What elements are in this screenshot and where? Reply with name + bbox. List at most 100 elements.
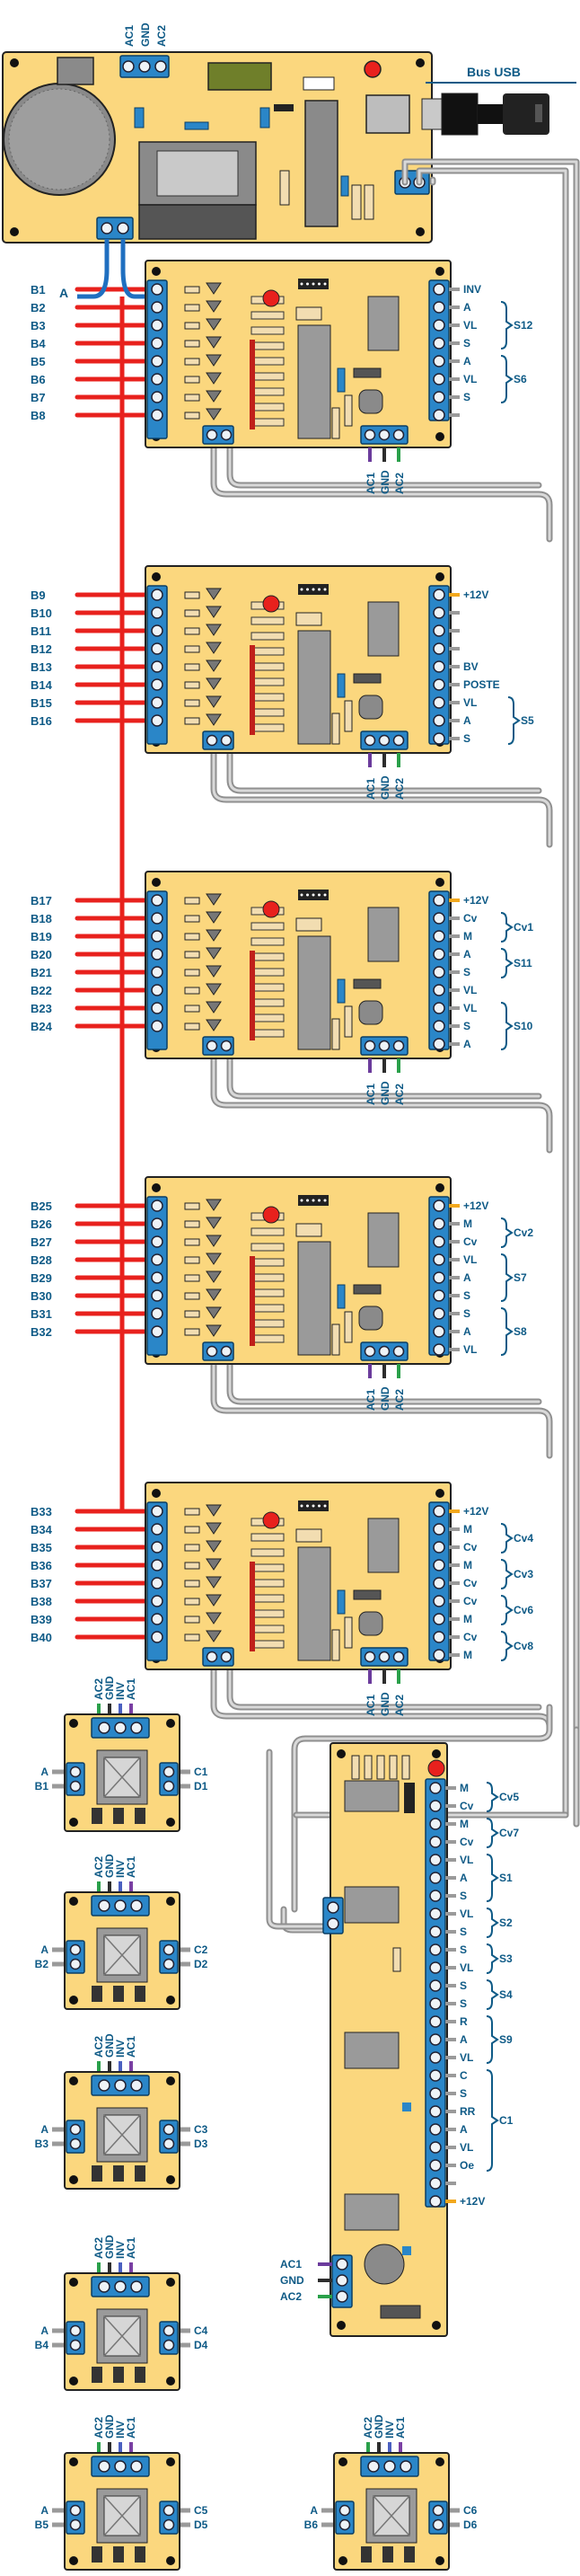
small-module-6-top-label: AC1	[394, 2417, 407, 2439]
board6-pin-label: S	[460, 1925, 467, 1938]
b-label-b32: B32	[31, 1325, 52, 1339]
board5-pin-label: M	[463, 1559, 472, 1571]
board4-pin-label: S	[463, 1289, 470, 1302]
small-module-1	[52, 1704, 190, 1832]
b-label-b13: B13	[31, 660, 52, 674]
board6-group-cv7: Cv7	[499, 1827, 519, 1839]
board5-pin-label: Cv	[463, 1595, 478, 1607]
board5-pin-label: Cv	[463, 1631, 478, 1643]
board6-pin-label: VL	[460, 2051, 473, 2064]
b-label-b22: B22	[31, 984, 52, 997]
board6-power-label-gnd: GND	[280, 2274, 304, 2287]
board2-pin-label: POSTE	[463, 678, 500, 691]
board6-pin-label: R	[460, 2015, 468, 2028]
board4-power-label-ac1: AC1	[365, 1389, 377, 1411]
main-terminal-label-gnd: GND	[139, 22, 152, 47]
board5-group-cv4: Cv4	[514, 1532, 533, 1545]
board1-pin-label: INV	[463, 283, 481, 296]
small-module-5-left-label: B5	[35, 2518, 49, 2531]
board5-group-cv3: Cv3	[514, 1568, 533, 1580]
board4-pin-label: +12V	[463, 1199, 488, 1212]
board2-pin-label: VL	[463, 696, 477, 709]
b-label-b28: B28	[31, 1253, 52, 1267]
board4-pin-label: VL	[463, 1343, 477, 1356]
board5-group-cv8: Cv8	[514, 1640, 533, 1652]
b-label-b7: B7	[31, 391, 46, 404]
board1-pin-label: VL	[463, 319, 477, 332]
small-module-6-top-label: INV	[383, 2421, 396, 2439]
board6-pin-label: VL	[460, 1961, 473, 1974]
small-module-4-top-label: INV	[114, 2241, 127, 2259]
board4-pin-label: A	[463, 1271, 471, 1284]
small-module-4-top-label: AC2	[92, 2237, 105, 2259]
small-module-4	[52, 2262, 190, 2391]
b-label-b26: B26	[31, 1217, 52, 1231]
board4-power-label-gnd: GND	[379, 1386, 391, 1411]
small-module-1-left-label: B1	[35, 1780, 49, 1793]
board6-pin-label: S	[460, 1890, 467, 1902]
small-module-3	[52, 2061, 190, 2190]
board6-group-s1: S1	[499, 1872, 513, 1884]
small-module-6-right-label: C6	[463, 2504, 478, 2517]
board3-power-label-gnd: GND	[379, 1081, 391, 1105]
board6-pin-label: VL	[460, 2141, 473, 2154]
signal-board-2	[145, 565, 452, 754]
small-module-3-top-label: AC2	[92, 2036, 105, 2058]
board3-group-cv1: Cv1	[514, 921, 533, 934]
b-label-b37: B37	[31, 1577, 52, 1590]
board6-pin-label: RR	[460, 2105, 476, 2118]
b-label-b23: B23	[31, 1002, 52, 1015]
small-module-3-left-label: B3	[35, 2138, 49, 2150]
small-module-5-right-label: C5	[194, 2504, 208, 2517]
b-label-b4: B4	[31, 337, 46, 350]
signal-board-4	[145, 1176, 452, 1365]
board2-pin-label: A	[463, 714, 471, 727]
board4-pin-label: M	[463, 1217, 472, 1230]
board4-group-cv2: Cv2	[514, 1226, 533, 1239]
b-label-b38: B38	[31, 1595, 52, 1608]
small-module-4-top-label: GND	[103, 2235, 116, 2259]
bus-usb-label: Bus USB	[467, 65, 521, 79]
b-label-b16: B16	[31, 714, 52, 728]
board5-pin-label: M	[463, 1613, 472, 1625]
board1-pin-label: A	[463, 301, 471, 314]
board1-pin-label: S	[463, 337, 470, 350]
small-module-6-left-label: B6	[304, 2518, 319, 2531]
b-label-b24: B24	[31, 1020, 53, 1033]
board6-pin-label: A	[460, 2123, 468, 2136]
board6-power-label-ac2: AC2	[280, 2290, 302, 2303]
b-label-b10: B10	[31, 606, 52, 620]
small-module-5-top-label: AC2	[92, 2417, 105, 2439]
b-label-b40: B40	[31, 1631, 52, 1644]
board1-power-label-gnd: GND	[379, 470, 391, 494]
b-label-b35: B35	[31, 1541, 52, 1554]
b-label-b29: B29	[31, 1271, 52, 1285]
small-module-1-top-label: INV	[114, 1682, 127, 1700]
board3-group-s10: S10	[514, 1020, 533, 1032]
board4-group-s8: S8	[514, 1325, 527, 1338]
signal-board-3	[145, 871, 452, 1059]
main-wire-a-label: A	[59, 286, 68, 300]
signal-board-6	[318, 1742, 448, 2337]
small-module-3-top-label: AC1	[125, 2036, 137, 2058]
b-label-b20: B20	[31, 948, 52, 961]
small-module-5-right-label: D5	[194, 2518, 208, 2531]
b-label-b18: B18	[31, 912, 52, 925]
b-label-b14: B14	[31, 678, 53, 692]
board6-pin-label: C	[460, 2069, 468, 2082]
board6-group-s2: S2	[499, 1917, 513, 1929]
small-module-2-left-label: A	[40, 1943, 48, 1956]
small-module-1-right-label: D1	[194, 1780, 208, 1793]
b-label-b8: B8	[31, 409, 46, 422]
board3-pin-label: M	[463, 930, 472, 943]
main-terminal-label-ac1: AC1	[123, 25, 136, 47]
board5-power-label-ac2: AC2	[393, 1695, 406, 1716]
b-label-b31: B31	[31, 1307, 52, 1321]
small-module-1-left-label: A	[40, 1766, 48, 1778]
board6-group-c1: C1	[499, 2114, 514, 2127]
board1-group-s6: S6	[514, 373, 527, 385]
board6-group-s3: S3	[499, 1952, 513, 1965]
board5-power-label-ac1: AC1	[365, 1695, 377, 1716]
b-label-b12: B12	[31, 642, 52, 656]
